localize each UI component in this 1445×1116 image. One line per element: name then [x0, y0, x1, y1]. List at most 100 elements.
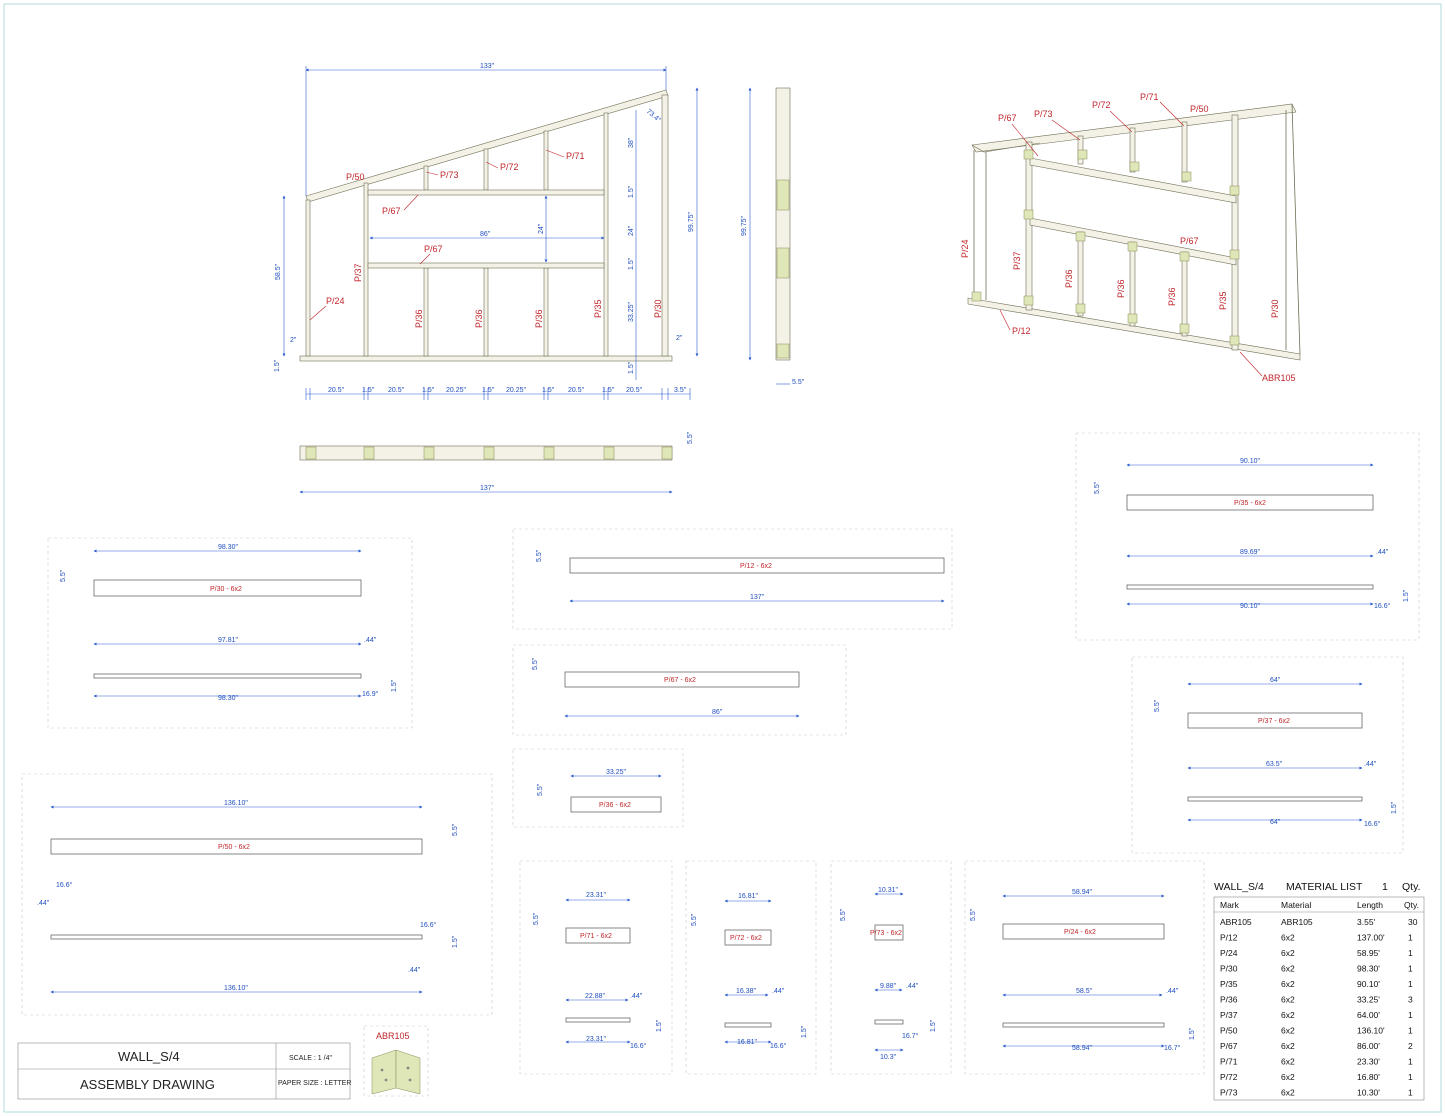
bottom-plate-p12: [299, 355, 673, 362]
p71-long: 23.31": [586, 1036, 607, 1043]
material-list-title: MATERIAL LIST: [1286, 881, 1363, 893]
material-cell: 58.95': [1357, 948, 1380, 958]
dim-right-seg-4: 1.5": [628, 257, 635, 270]
p72-bar: [724, 929, 772, 946]
dim-bottom-7: 20.25": [506, 387, 527, 394]
iso-stud-p36-a: [1077, 231, 1084, 317]
material-cell: 1: [1408, 1057, 1413, 1067]
iso-header-upper: [1029, 157, 1237, 204]
material-cell: 6x2: [1281, 933, 1295, 943]
p30-long: 98.30": [218, 695, 239, 702]
p73-label: P/73 - 6x2: [870, 930, 902, 937]
p24-short: 58.5": [1076, 988, 1093, 995]
material-cell: 136.10': [1357, 1026, 1385, 1036]
title-scale: SCALE : 1 /4": [289, 1055, 332, 1062]
iso-stud-p36-b: [1129, 241, 1136, 327]
iso-mark-p12: P/12: [1012, 326, 1031, 336]
mark-p71: P/71: [566, 151, 585, 161]
p37-len: 64": [1270, 677, 1281, 684]
p36-bar: [570, 796, 662, 813]
dim-plan-depth: 5.5": [687, 431, 694, 444]
side-bracket-3: [776, 343, 790, 359]
p73-edge: .44": [906, 983, 919, 990]
p36-label: P/36 - 6x2: [599, 802, 631, 809]
p37-edge-bar: [1187, 796, 1363, 802]
mark-p67-lower: P/67: [424, 244, 443, 254]
stud-p36-b: [483, 267, 489, 357]
material-list-number: 1: [1382, 881, 1388, 893]
p73-long: 10.3": [880, 1054, 897, 1061]
iso-cripple-p72: [1129, 127, 1136, 173]
p50-plate: 1.5": [452, 935, 459, 948]
p30-edge-bar: [93, 673, 362, 679]
mark-p36-c: P/36: [534, 309, 544, 328]
dim-bottom-11: 20.5": [626, 387, 643, 394]
p72-short: 16.38": [736, 988, 757, 995]
p24-plate: 1.5": [1189, 1027, 1196, 1040]
p67-len: 86": [712, 709, 723, 716]
title-block: WALL_S/4 ASSEMBLY DRAWING SCALE : 1 /4" …: [17, 1025, 429, 1100]
iso-bracket: [1179, 251, 1190, 262]
p72-plate: 1.5": [801, 1025, 808, 1038]
p12-depth: 5.5": [536, 549, 543, 562]
dim-bottom-2: 1.5": [362, 387, 375, 394]
part-p36: 33.25" P/36 - 6x2 5.5": [512, 748, 684, 828]
material-cell: 137.00': [1357, 933, 1385, 943]
part-p30: 98.30" P/30 - 6x2 5.5" 97.81" .44" 98.30…: [47, 537, 413, 729]
p50-edge-bar: [50, 934, 423, 940]
iso-mark-p36-b: P/36: [1116, 279, 1126, 298]
p37-edge: .44": [1364, 761, 1377, 768]
material-cell: 3: [1408, 995, 1413, 1005]
side-bracket-2: [776, 247, 790, 279]
p35-label: P/35 - 6x2: [1234, 500, 1266, 507]
material-cell: 6x2: [1281, 1072, 1295, 1082]
iso-bracket: [1229, 185, 1240, 196]
p72-depth: 5.5": [691, 913, 698, 926]
dim-bottom-5: 20.25": [446, 387, 467, 394]
iso-bracket: [1181, 171, 1192, 182]
p30-short: 97.81": [218, 637, 239, 644]
p67-depth: 5.5": [532, 657, 539, 670]
p35-depth: 5.5": [1094, 481, 1101, 494]
dim-plan-width: 137": [480, 485, 495, 492]
dim-corner-angle: 73.4°: [645, 107, 663, 124]
plan-stud-block: [603, 446, 615, 460]
p24-angle: 16.7°: [1164, 1044, 1181, 1052]
mark-p73: P/73: [440, 170, 459, 180]
p30-bar: [93, 579, 362, 597]
stud-p37: [363, 182, 369, 357]
p67-label: P/67 - 6x2: [664, 677, 696, 684]
p30-edge: .44": [364, 637, 377, 644]
part-p50: 136.10" P/50 - 6x2 5.5" 16.6° .44" 16.6°…: [21, 773, 493, 1016]
dim-bottom-4: 1.5": [422, 387, 435, 394]
p50-edge-left: .44": [37, 900, 50, 907]
material-cell: 6x2: [1281, 948, 1295, 958]
dim-right-height: 99.75": [688, 211, 695, 232]
material-cell: P/37: [1220, 1010, 1238, 1020]
iso-bracket: [1179, 323, 1190, 334]
p35-edge-bar: [1126, 584, 1374, 590]
p37-bar: [1187, 712, 1363, 729]
material-cell: 86.00': [1357, 1041, 1380, 1051]
cripple-p71: [543, 130, 549, 191]
p50-label: P/50 - 6x2: [218, 844, 250, 851]
mark-p36-b: P/36: [474, 309, 484, 328]
p35-angle: 16.6°: [1374, 602, 1391, 610]
dim-bottom-12: 3.5": [674, 387, 687, 394]
iso-bracket: [1127, 313, 1138, 324]
iso-stud-p35: [1231, 114, 1239, 351]
p72-long: 16.81": [737, 1039, 758, 1046]
mark-p50: P/50: [346, 172, 365, 182]
stud-p36-c: [543, 267, 549, 357]
p24-depth: 5.5": [970, 908, 977, 921]
material-cell: P/72: [1220, 1072, 1238, 1082]
p71-short: 22.88": [585, 993, 606, 1000]
p73-plate: 1.5": [930, 1019, 937, 1032]
p36-depth: 5.5": [537, 783, 544, 796]
dim-side-depth: 5.5": [792, 379, 805, 386]
material-cell: P/35: [1220, 979, 1238, 989]
p71-len: 23.31": [586, 892, 607, 899]
mark-p30: P/30: [653, 299, 663, 318]
dim-bottom-3: 20.5": [388, 387, 405, 394]
